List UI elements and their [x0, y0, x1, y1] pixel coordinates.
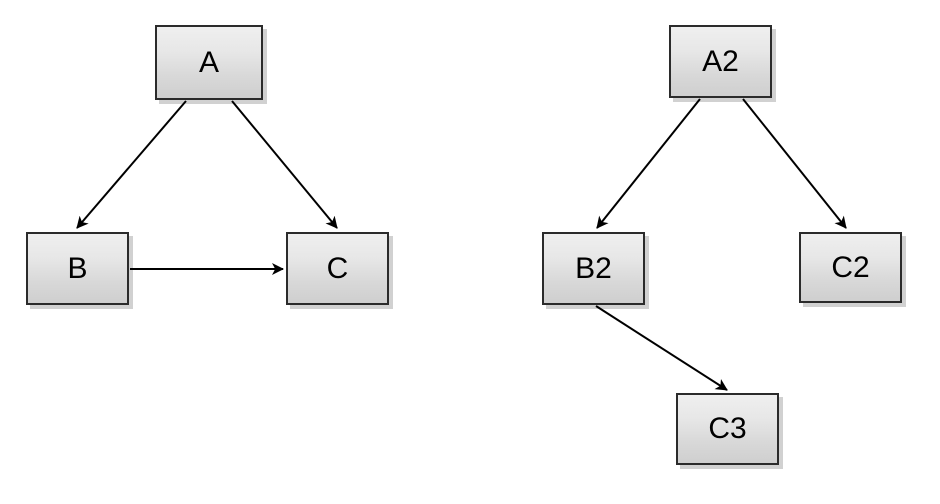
- edge-a-to-c: [231, 100, 338, 229]
- node-label-b: B: [67, 251, 88, 285]
- node-a[interactable]: A: [155, 25, 263, 100]
- node-label-c: C: [326, 251, 349, 285]
- edge-a-to-b: [76, 100, 187, 229]
- edge-a2-to-b2: [596, 98, 701, 229]
- node-c2[interactable]: C2: [799, 232, 902, 303]
- node-b2[interactable]: B2: [542, 232, 645, 305]
- edge-a2-to-c2: [742, 98, 847, 229]
- node-label-a: A: [198, 45, 219, 79]
- node-label-c3: C3: [708, 412, 747, 445]
- node-c3[interactable]: C3: [676, 393, 779, 465]
- node-label-c2: C2: [831, 250, 870, 284]
- node-label-b2: B2: [575, 251, 612, 285]
- node-label-a2: A2: [702, 44, 739, 78]
- node-a2[interactable]: A2: [669, 25, 772, 98]
- node-c[interactable]: C: [286, 232, 389, 305]
- edge-group: [76, 98, 847, 391]
- edge-b2-to-c3: [595, 305, 728, 391]
- node-b[interactable]: B: [26, 232, 129, 305]
